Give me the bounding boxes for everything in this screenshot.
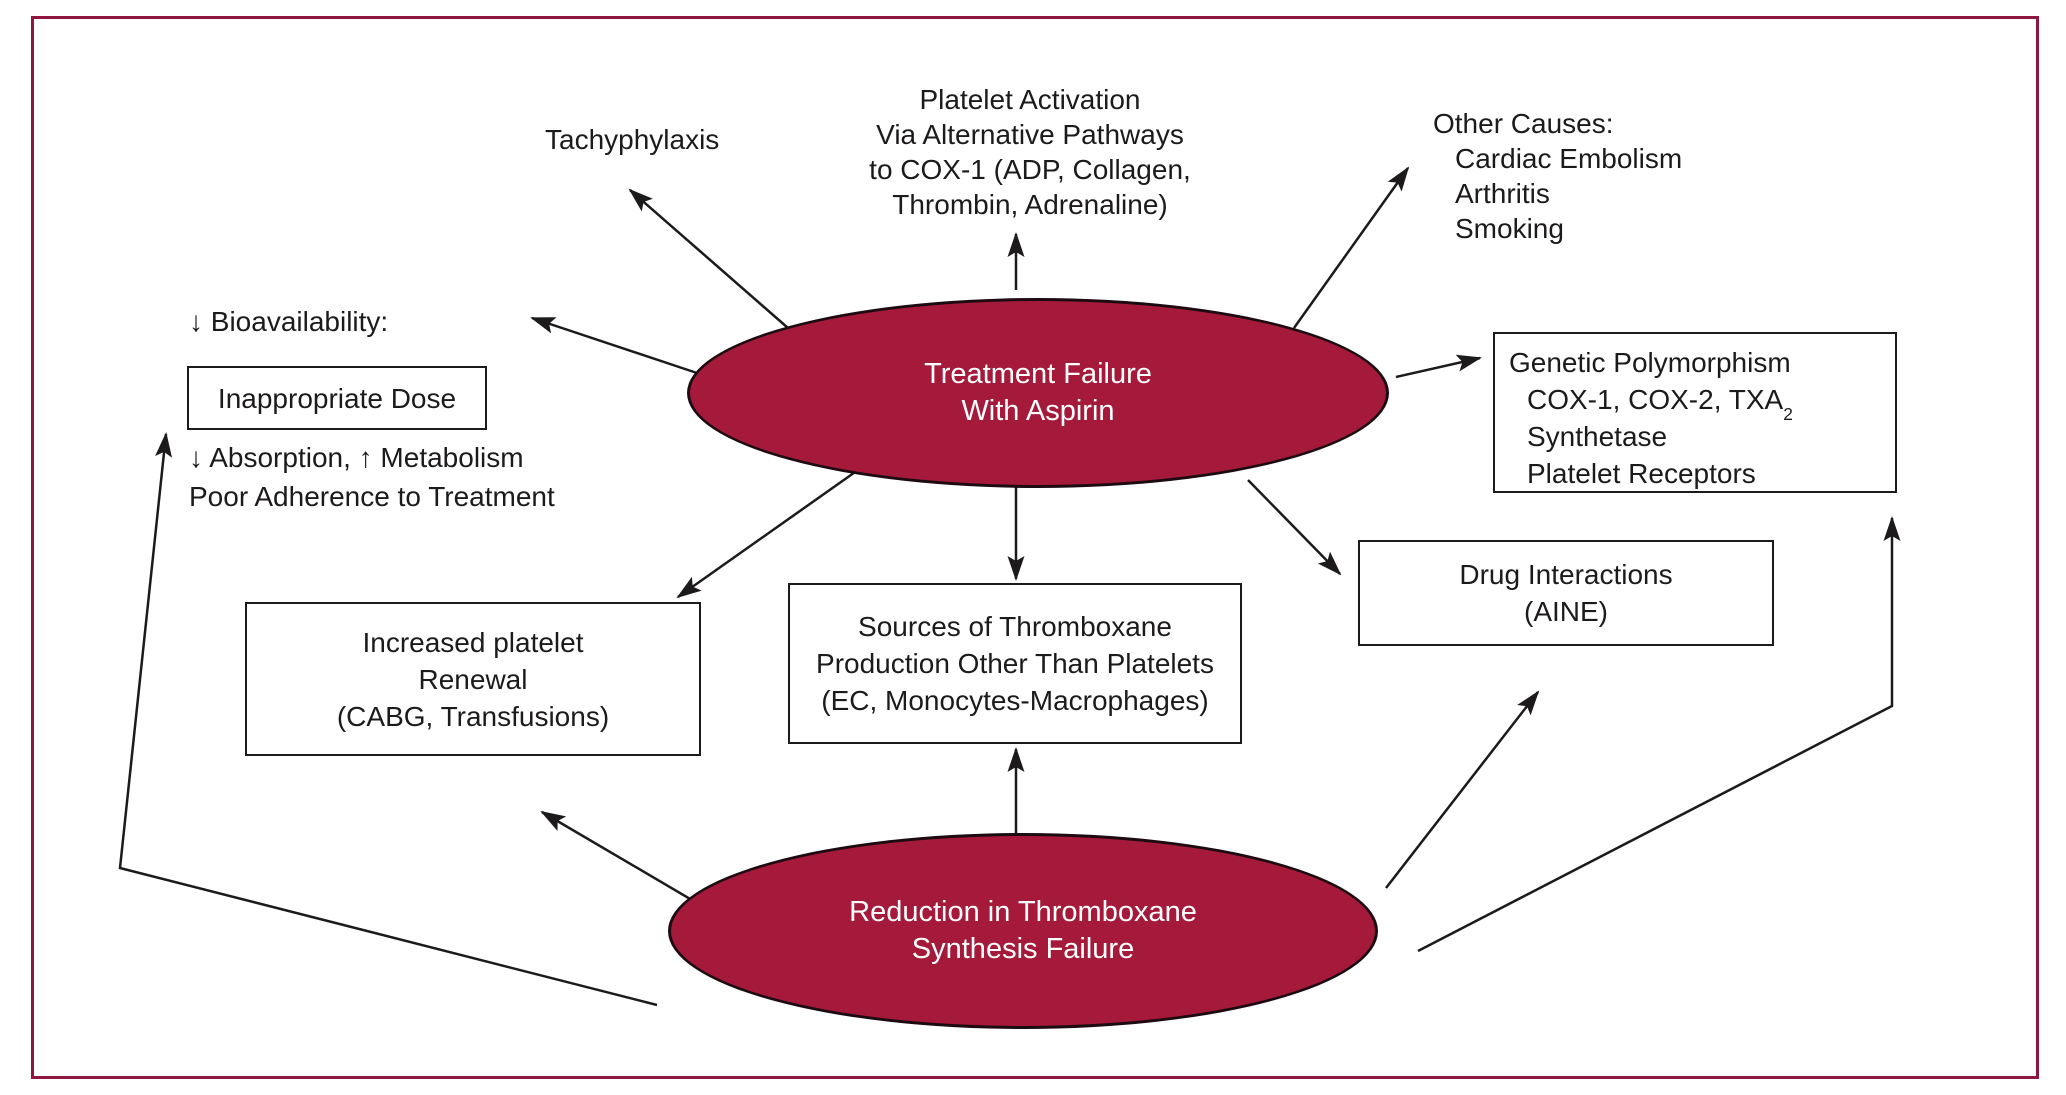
- platelet-activation-label: Platelet Activation Via Alternative Path…: [869, 84, 1191, 220]
- drug-interactions-box: Drug Interactions (AINE): [1358, 540, 1774, 646]
- inappropriate-dose-box: Inappropriate Dose: [187, 366, 487, 430]
- bioavailability-label: ↓ Bioavailability:: [189, 306, 389, 337]
- reduction-line2: Synthesis Failure: [911, 933, 1135, 965]
- treatment-failure-line1: Treatment Failure: [924, 358, 1152, 390]
- genetic-line2: COX-1, COX-2, TXA2 Synthetase: [1527, 384, 1793, 452]
- sources-thromboxane-box: Sources of Thromboxane Production Other …: [788, 583, 1242, 744]
- tachyphylaxis-label: Tachyphylaxis: [545, 124, 720, 155]
- reduction-ellipse: Reduction in Thromboxane Synthesis Failu…: [668, 833, 1378, 1029]
- increased-platelet-box: Increased platelet Renewal (CABG, Transf…: [245, 602, 701, 756]
- treatment-failure-line2: With Aspirin: [961, 395, 1115, 427]
- genetic-polymorphism-box: Genetic Polymorphism COX-1, COX-2, TXA2 …: [1493, 332, 1897, 493]
- reduction-line1: Reduction in Thromboxane: [849, 896, 1197, 928]
- other-causes-label: Other Causes: Cardiac Embolism Arthritis…: [1433, 108, 1683, 244]
- absorption-metabolism-label: ↓ Absorption, ↑ Metabolism Poor Adherenc…: [189, 442, 555, 512]
- figure-border: [31, 16, 2039, 1079]
- treatment-failure-ellipse: Treatment Failure With Aspirin: [687, 298, 1389, 488]
